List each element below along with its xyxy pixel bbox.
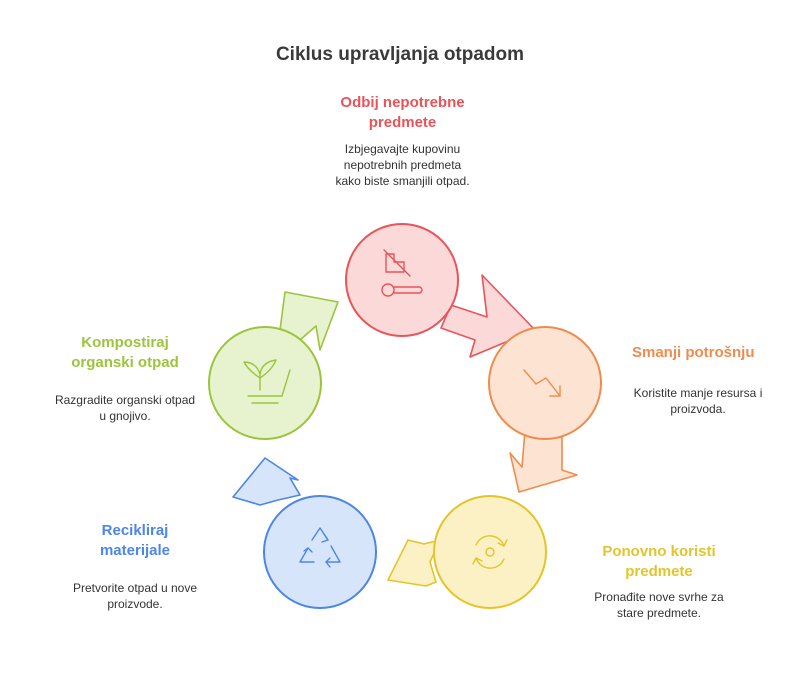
no-shopping-icon xyxy=(381,249,423,297)
stage-desc-compost: Razgradite organski otpad u gnojivo. xyxy=(54,393,196,423)
stage-desc-recycle: Pretvorite otpad u nove proizvode. xyxy=(72,581,198,611)
stage-desc-reduce: Koristite manje resursa i proizvoda. xyxy=(633,386,763,416)
stage-circle-reduce xyxy=(488,326,602,440)
stage-circle-reuse xyxy=(433,495,547,609)
trend-down-icon xyxy=(523,369,561,397)
stage-desc-reuse: Pronađite nove svrhe za stare predmete. xyxy=(594,590,724,620)
reuse-cycle-icon xyxy=(472,535,508,569)
arrow-refuse-to-reduce xyxy=(440,274,536,358)
stage-title-refuse: Odbij nepotrebne predmete xyxy=(340,94,465,131)
diagram-title: Ciklus upravljanja otpadom xyxy=(275,44,525,65)
stage-title-reduce: Smanji potrošnju xyxy=(632,344,755,361)
stage-title-reuse: Ponovno koristi predmete xyxy=(602,543,716,580)
arrow-recycle-to-compost xyxy=(232,457,301,506)
stage-title-compost: Kompostiraj organski otpad xyxy=(71,334,179,371)
stage-circle-compost xyxy=(208,326,322,440)
arrow-reduce-to-reuse xyxy=(509,429,578,493)
stage-desc-refuse: Izbjegavajte kupovinu nepotrebnih predme… xyxy=(335,142,470,188)
stage-circle-recycle xyxy=(263,495,377,609)
recycle-icon xyxy=(299,527,341,568)
stage-circle-refuse xyxy=(345,223,459,337)
arrow-reuse-to-recycle xyxy=(387,539,441,587)
stage-title-recycle: Recikliraj materijale xyxy=(99,522,171,559)
sprout-icon xyxy=(243,359,291,404)
